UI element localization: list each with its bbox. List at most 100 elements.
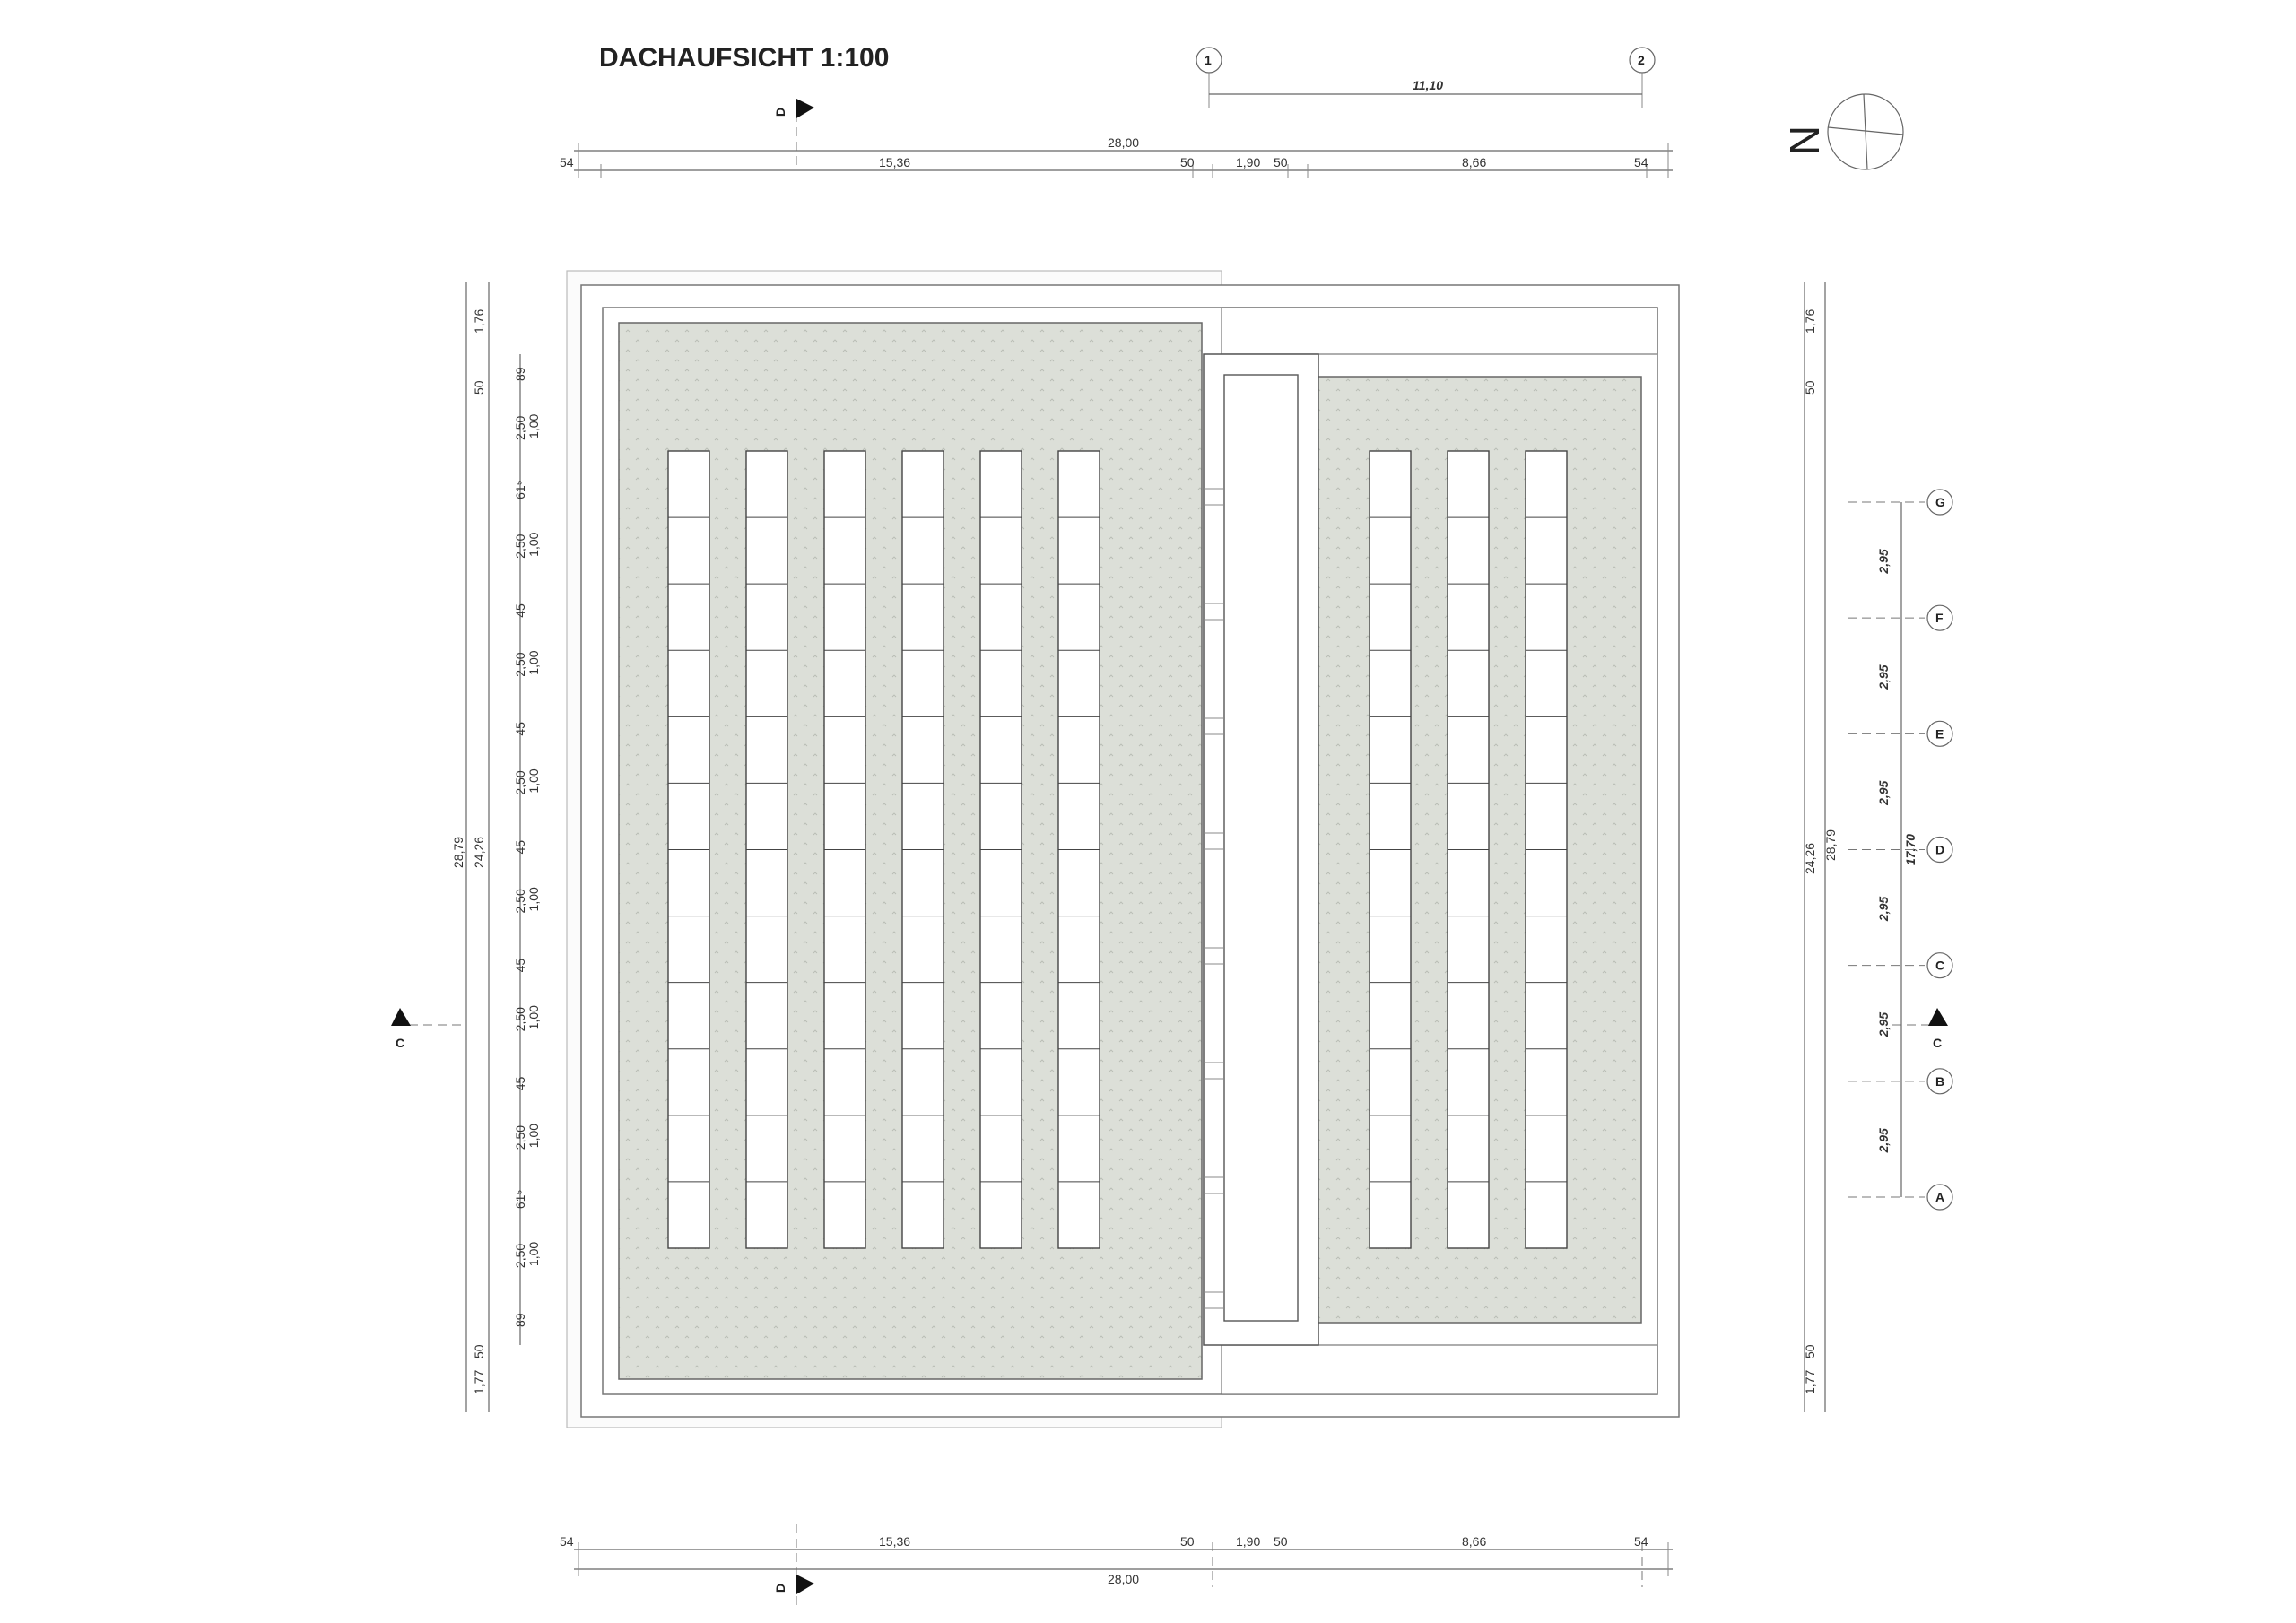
dim-top-seg-2: 15,36 [879,155,910,169]
skylight-left-strip-6 [1057,450,1100,1249]
dim-right-edge-bottom-2: 50 [1803,1344,1817,1358]
dim-left-seg-11: 45 [513,959,527,973]
dim-bottom-seg-2: 15,36 [879,1534,910,1549]
section-c-left-label: C [396,1036,404,1050]
axis-label-f: F [1935,611,1944,625]
axis-label-2: 2 [1638,53,1645,67]
section-marker-d-bottom: D [773,1524,814,1605]
axis-label-c: C [1935,959,1944,973]
dim-left-seg-12-sub: 1,00 [526,1005,541,1029]
dim-bottom-seg-7: 54 [1634,1534,1648,1549]
axis-bubble-g [1926,489,1953,516]
axis-spacing-3: 2,95 [1876,780,1891,805]
section-d-bottom-label: D [773,1584,787,1593]
dim-left-edge-top-2: 50 [472,380,486,395]
north-arrow-icon: N [1781,93,1904,170]
axis-label-e: E [1935,726,1944,741]
raised-strip-right-top [1221,307,1658,355]
dimension-bottom: 28,00 54 15,36 50 1,90 50 8,66 54 [560,1534,1673,1587]
dim-left-seg-7: 45 [513,722,527,736]
section-d-top-label: D [773,108,787,117]
dim-left-seg-2: 2,50 [513,415,527,439]
dim-top-total: 28,00 [1108,135,1139,150]
dim-left-seg-6-sub: 1,00 [526,650,541,674]
axis-label-a: A [1935,1190,1944,1204]
axis-bubble-a [1926,1184,1953,1211]
axis-bubble-b [1926,1068,1953,1095]
dim-left-seg-17: 89 [513,1313,527,1327]
dim-bottom-seg-5: 50 [1274,1534,1288,1549]
dim-top-seg-5: 50 [1274,155,1288,169]
dim-left-seg-14-sub: 1,00 [526,1124,541,1148]
dim-left-seg-5: 45 [513,603,527,618]
raised-strip-right-bottom [1221,1344,1658,1395]
dim-left-seg-3: 61⁵ [513,480,527,499]
dim-left-seg-16-sub: 1,00 [526,1242,541,1266]
dim-bottom-seg-1: 54 [560,1534,574,1549]
dim-left-seg-16: 2,50 [513,1244,527,1268]
axis-spacing-4: 2,95 [1876,897,1891,922]
dim-left-seg-12: 2,50 [513,1007,527,1031]
skylight-right-strip-1 [1369,450,1412,1249]
axis-bubble-d [1926,836,1953,864]
dim-top-seg-7: 54 [1634,155,1648,169]
skylight-left-strip-5 [979,450,1022,1249]
dim-right-outer-total: 28,79 [1823,829,1838,861]
dim-left-seg-1: 89 [513,367,527,381]
dim-left-outer-total: 28,79 [451,837,465,868]
axis-spacing-1: 2,95 [1876,549,1891,574]
dim-top-seg-4: 1,90 [1236,155,1260,169]
dim-bottom-seg-6: 8,66 [1462,1534,1486,1549]
dim-left-edge-top-1: 1,76 [472,309,486,334]
dim-right-inner-total: 24,26 [1803,843,1817,874]
dim-left-edge-bottom-1: 1,77 [472,1370,486,1394]
north-label: N [1781,126,1828,155]
axis-label-1: 1 [1205,53,1212,67]
axis-label-b: B [1935,1074,1944,1089]
axis-spacing-6: 2,95 [1876,1128,1891,1153]
dim-right-edge-top-1: 1,76 [1803,309,1817,334]
roof-building [566,270,1680,1428]
axis-spacing-2: 2,95 [1876,664,1891,690]
section-marker-c-left: C [391,1008,466,1050]
skylight-group-right [1369,450,1568,1249]
section-marker-d-top: D [773,99,814,170]
dim-right-edge-bottom-1: 1,77 [1803,1370,1817,1394]
axis-spacing-5: 2,95 [1876,1012,1891,1037]
dim-left-seg-4-sub: 1,00 [526,532,541,556]
dim-left-seg-13: 45 [513,1076,527,1090]
drawing-title: DACHAUFSICHT 1:100 [599,43,889,73]
dim-left-seg-2-sub: 1,00 [526,413,541,438]
dim-top-seg-1: 54 [560,155,574,169]
dim-left-seg-6: 2,50 [513,652,527,676]
dim-left-seg-10: 2,50 [513,889,527,913]
skylight-left-strip-4 [901,450,944,1249]
dim-left-seg-8: 2,50 [513,770,527,794]
dim-left-seg-15: 61⁵ [513,1190,527,1209]
dim-left-seg-10-sub: 1,00 [526,887,541,911]
dim-left-seg-9: 45 [513,840,527,855]
section-c-right-label: C [1933,1036,1942,1050]
dimension-right: 24,26 28,79 1,76 50 1,77 50 17,70 G2,95F… [1803,282,1953,1412]
axis-span-top: 11,10 [1413,78,1443,92]
skylight-left-strip-3 [823,450,866,1249]
dim-left-seg-4: 2,50 [513,534,527,558]
skylight-left-strip-2 [745,450,788,1249]
dim-bottom-seg-4: 1,90 [1236,1534,1260,1549]
axis-bubble-f [1926,604,1953,631]
dim-top-seg-6: 8,66 [1462,155,1486,169]
dim-bottom-seg-3: 50 [1180,1534,1195,1549]
dim-left-seg-14: 2,50 [513,1125,527,1150]
dim-bottom-total: 28,00 [1108,1572,1139,1586]
dimension-top: 28,00 54 15,36 50 1,90 50 8,66 54 [560,135,1673,178]
dim-right-edge-top-2: 50 [1803,380,1817,395]
dim-top-seg-3: 50 [1180,155,1195,169]
axis-grid-top: 1 2 11,10 [1196,47,1656,108]
dim-left-seg-8-sub: 1,00 [526,768,541,793]
central-skylight [1223,374,1299,1322]
axis-bubble-e [1926,720,1953,747]
axis-label-d: D [1935,843,1944,857]
dim-left-edge-bottom-2: 50 [472,1344,486,1358]
